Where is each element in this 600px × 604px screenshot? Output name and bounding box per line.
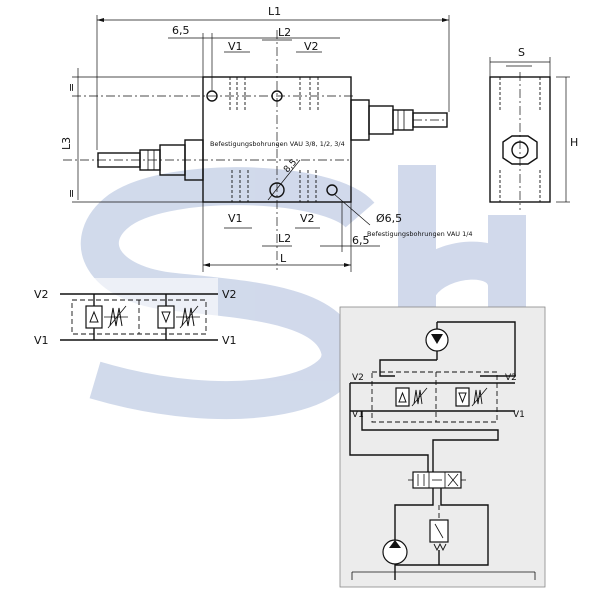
symbol-label-v1-right: V1: [222, 334, 237, 347]
label-v2-bottom: V2: [300, 212, 315, 225]
circuit-diagram: V2 V1 V2 V1: [339, 306, 546, 588]
mounting-hole-large: [269, 182, 285, 198]
circuit-valve-block: [371, 371, 498, 423]
note-mounting-holes-small: Befestigungsbohrungen VAU 1/4: [367, 230, 473, 238]
label-l3: L3: [60, 137, 73, 150]
label-l1: L1: [268, 5, 281, 18]
side-hex-nut: [502, 135, 538, 165]
right-relief-cartridge: [350, 99, 448, 141]
port-v1-bottom-bore: [231, 170, 249, 202]
circuit-check-valve-1: [395, 387, 428, 407]
dimension-l1: L1: [96, 5, 450, 150]
dimension-row-top: 6,5 V1 V2 L2: [168, 24, 340, 90]
port-v1-top-bore: [229, 77, 246, 110]
symbol-check-valve-2: [157, 294, 200, 340]
dimension-l3: L3 = =: [60, 68, 203, 203]
mounting-hole-top-left: [206, 90, 218, 102]
mounting-hole-top-center: [271, 90, 283, 102]
dimension-row-bottom: V1 V2 L2 6,5 L: [202, 202, 380, 272]
hydraulic-motor: [425, 322, 449, 360]
port-v2-top-bore: [299, 77, 319, 110]
label-6-5-top: 6,5: [172, 24, 190, 37]
label-eq-bottom: =: [65, 189, 78, 198]
label-v1-bottom: V1: [228, 212, 243, 225]
pressure-relief-valve: [429, 505, 449, 565]
left-relief-cartridge: [97, 139, 204, 181]
directional-control-valve: [408, 471, 466, 489]
symbol-label-v2-left: V2: [34, 288, 49, 301]
port-v2-bottom-bore: [299, 170, 317, 202]
label-v2-top: V2: [304, 40, 319, 53]
mounting-hole-small: [326, 184, 338, 196]
circuit-label-v1-right: V1: [513, 410, 525, 420]
label-6-5-right: 6,5: [352, 234, 370, 247]
symbol-label-v2-right: V2: [222, 288, 237, 301]
label-l2-top: L2: [278, 26, 291, 39]
circuit-check-valve-2: [455, 387, 488, 407]
symbol-label-v1-left: V1: [34, 334, 49, 347]
label-diameter-6-5: Ø6,5: [376, 212, 402, 225]
label-s: S: [518, 46, 525, 59]
valve-side-view: S H: [489, 46, 578, 210]
label-l: L: [280, 252, 287, 265]
circuit-label-v1-left: V1: [352, 410, 364, 420]
hydraulic-symbol: V2 V1 V2 V1: [34, 278, 237, 358]
label-v1-top: V1: [228, 40, 243, 53]
circuit-label-v2-right: V2: [505, 373, 517, 383]
valve-front-view: L1 6,5 V1 V2 L2 L3 = = Befestigungsbohru…: [60, 5, 473, 272]
label-eq-top: =: [65, 83, 78, 92]
circuit-label-v2-left: V2: [352, 373, 364, 383]
label-h: H: [570, 136, 578, 149]
label-l2-bottom: L2: [278, 232, 291, 245]
symbol-check-valve-1: [85, 294, 128, 340]
note-mounting-holes-large: Befestigungsbohrungen VAU 3/8, 1/2, 3/4: [210, 140, 345, 148]
